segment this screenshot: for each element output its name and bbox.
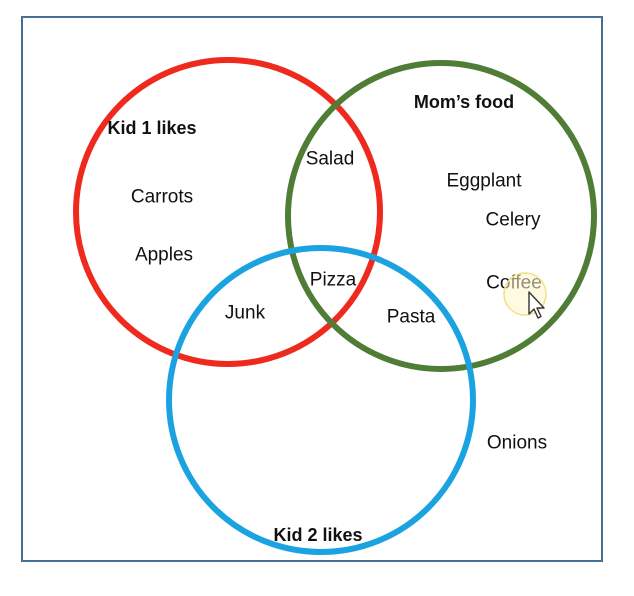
item-apples: Apples: [134, 244, 194, 266]
item-pizza: Pizza: [309, 269, 357, 291]
item-junk: Junk: [224, 302, 266, 324]
kid2-label: Kid 2 likes: [273, 525, 363, 545]
moms-food-circle: [285, 60, 597, 372]
kid1-circle: [73, 57, 383, 367]
kid2-circle: [166, 245, 476, 555]
mouse-cursor-icon: [503, 270, 553, 320]
item-carrots: Carrots: [130, 186, 194, 208]
item-pasta: Pasta: [386, 306, 436, 328]
moms-food-label: Mom’s food: [413, 92, 515, 112]
item-onions: Onions: [486, 432, 548, 454]
item-salad: Salad: [305, 148, 355, 170]
item-eggplant: Eggplant: [446, 170, 522, 192]
item-celery: Celery: [485, 209, 541, 231]
kid1-label: Kid 1 likes: [107, 118, 197, 138]
